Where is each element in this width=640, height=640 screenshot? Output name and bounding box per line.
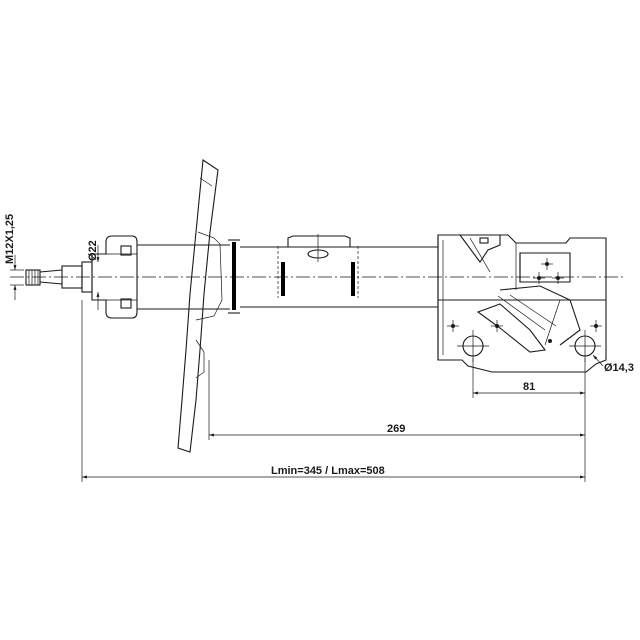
hole-spacing-dimension: 81 bbox=[472, 358, 586, 398]
threaded-stud bbox=[25, 261, 93, 293]
total-length-dimension: Lmin=345 / Lmax=508 bbox=[81, 300, 586, 482]
length-269-label: 269 bbox=[387, 423, 405, 435]
rivet-markers bbox=[447, 258, 602, 343]
rod-diameter-label: Ø22 bbox=[87, 240, 99, 261]
hole-diameter-label: Ø14,3 bbox=[604, 362, 634, 374]
stabilizer-clip bbox=[287, 234, 351, 262]
length-269-dimension: 269 bbox=[208, 360, 586, 440]
total-length-label: Lmin=345 / Lmax=508 bbox=[271, 465, 385, 477]
knuckle-bracket bbox=[437, 234, 607, 373]
hole-diameter-dimension: Ø14,3 bbox=[592, 354, 634, 374]
thread-label: M12X1,25 bbox=[4, 214, 16, 264]
bump-stop bbox=[228, 239, 240, 314]
cylinder-body bbox=[240, 246, 438, 308]
spring-seat bbox=[177, 159, 230, 453]
rod-diameter-dimension: Ø22 bbox=[87, 240, 100, 310]
hole-spacing-label: 81 bbox=[523, 381, 535, 393]
thread-dimension: M12X1,25 bbox=[4, 214, 24, 300]
mounting-holes bbox=[457, 330, 601, 362]
top-mount bbox=[91, 235, 200, 319]
